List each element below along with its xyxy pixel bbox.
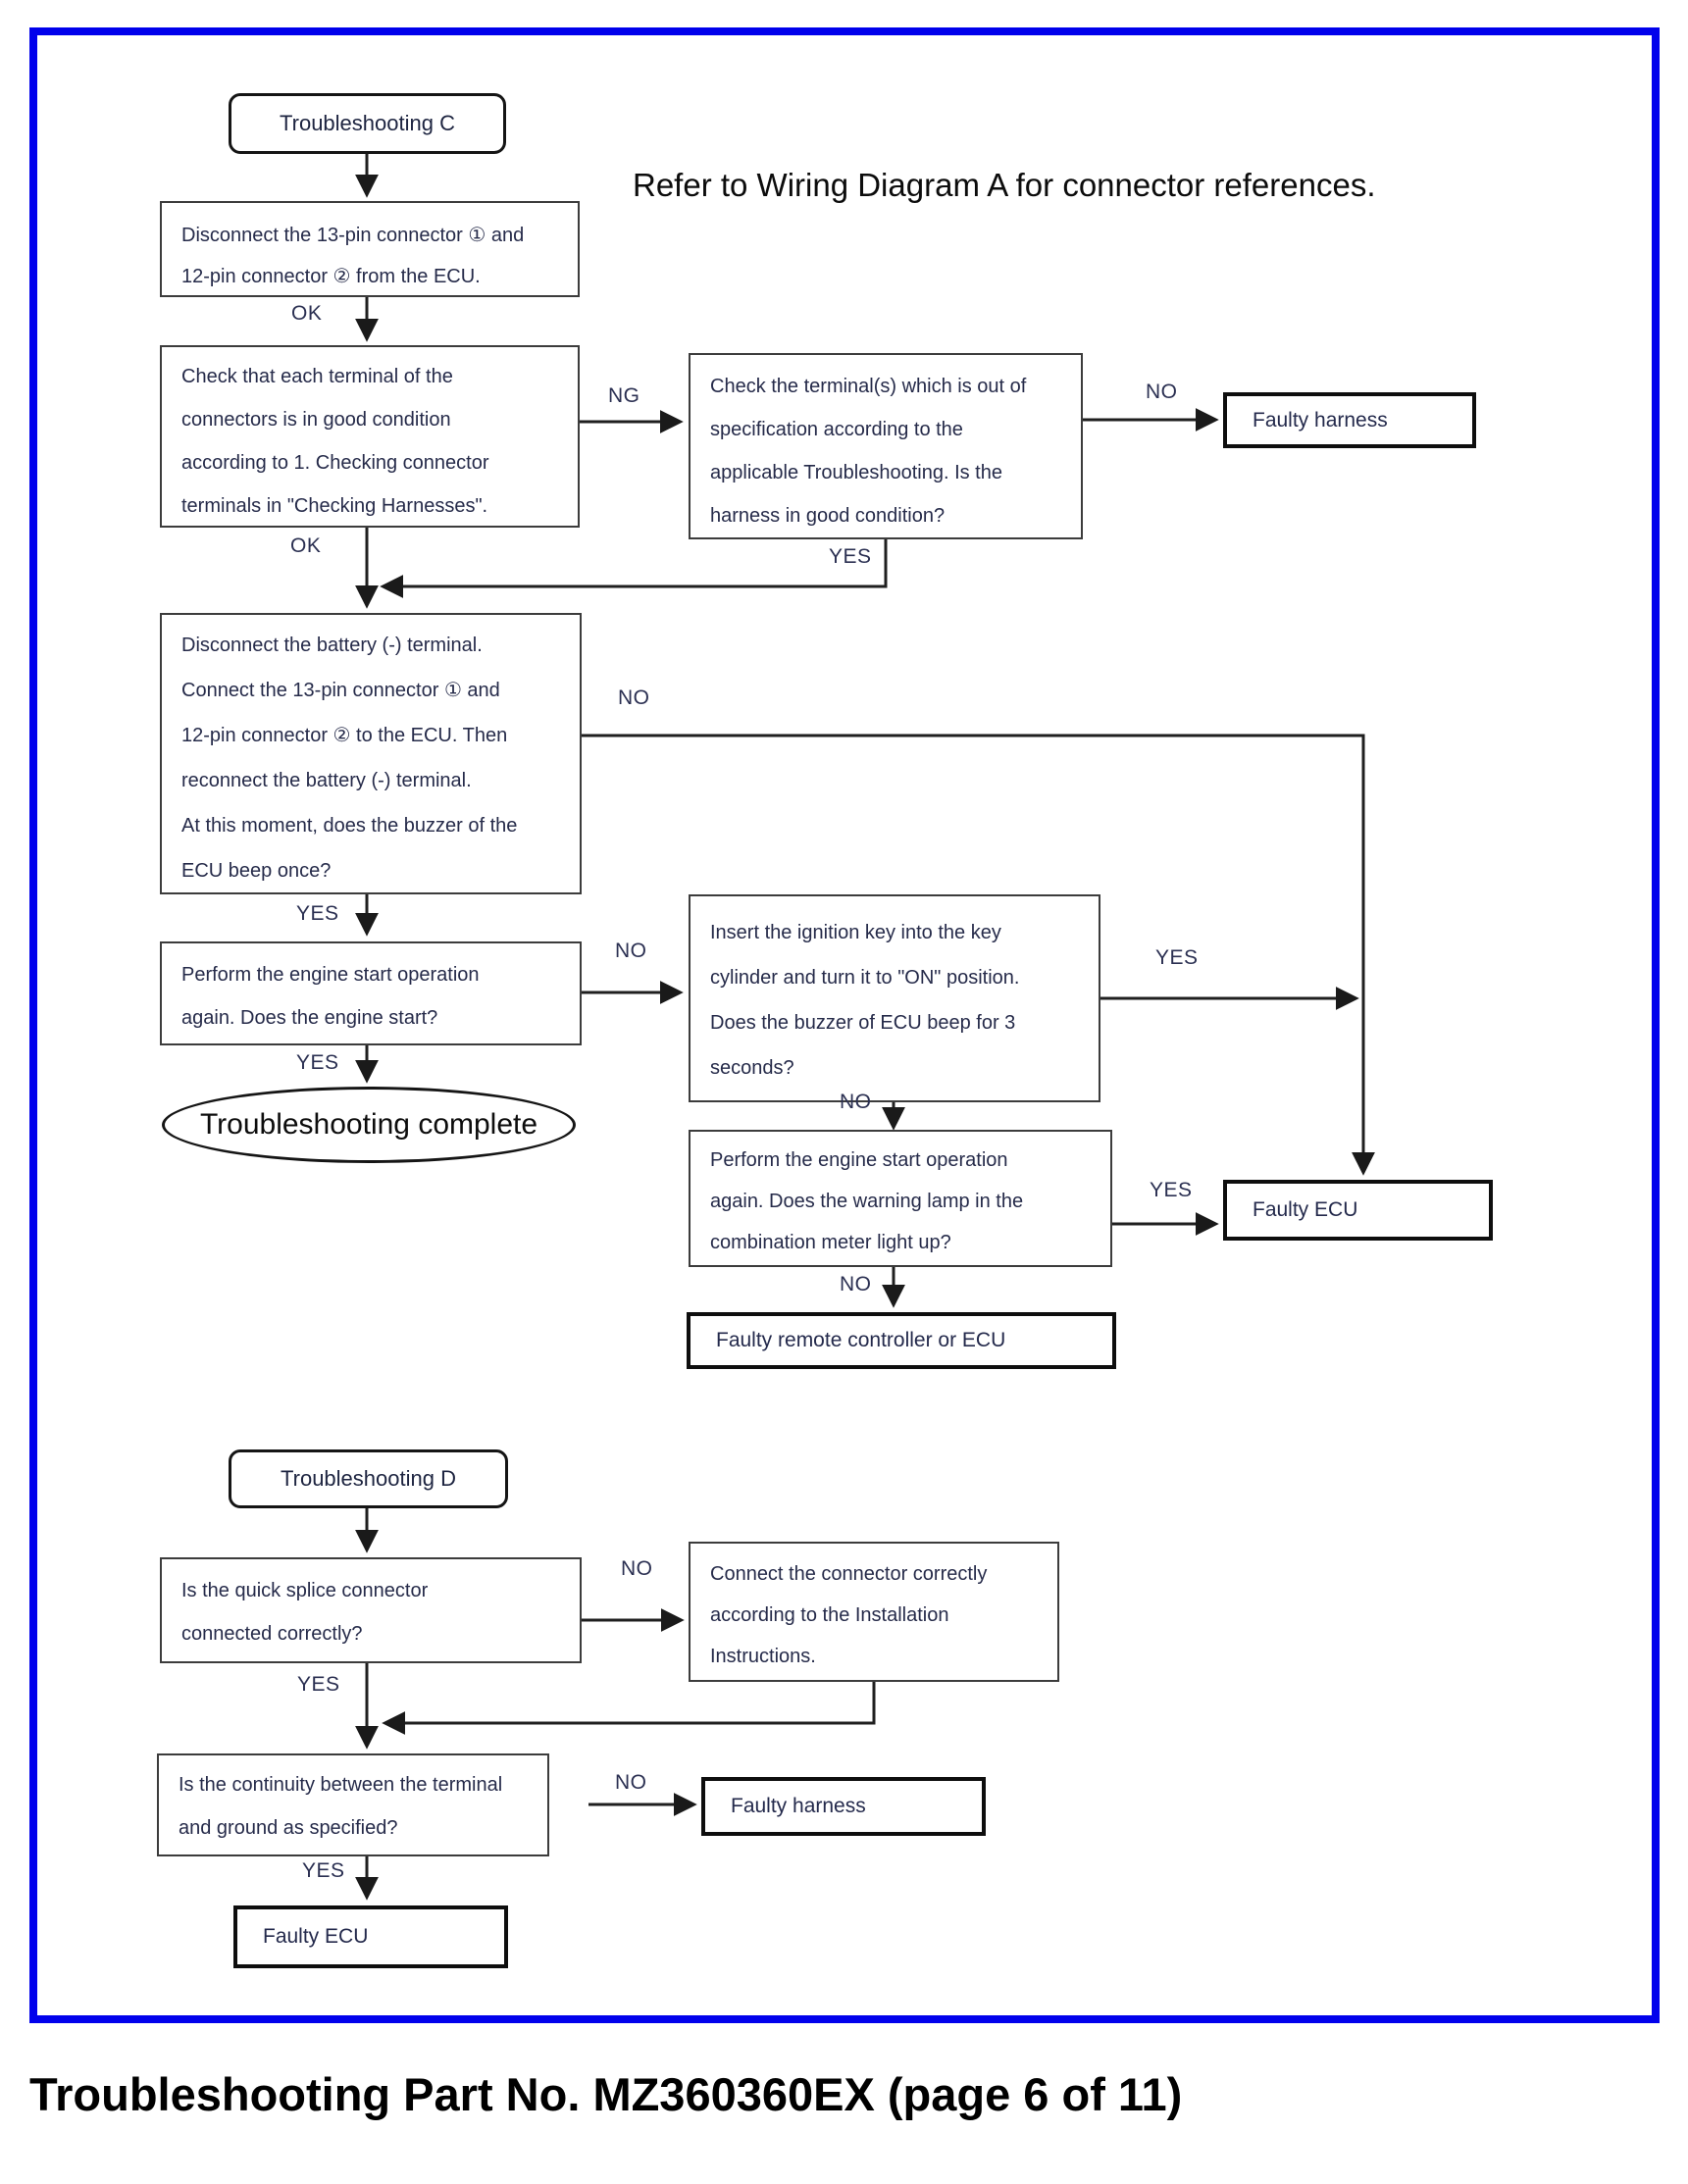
outcome-text: Faulty ECU xyxy=(263,1925,369,1948)
step-warning-lamp: Perform the engine start operation again… xyxy=(689,1130,1112,1267)
outcome-text: Faulty remote controller or ECU xyxy=(716,1329,1006,1351)
start-d-label: Troubleshooting D xyxy=(281,1466,456,1491)
step-text: Is the continuity between the terminal a… xyxy=(179,1774,503,1839)
outcome-text: Troubleshooting complete xyxy=(199,1108,538,1141)
step-check-terminals: Check that each terminal of the connecto… xyxy=(160,345,580,528)
page-caption: Troubleshooting Part No. MZ360360EX (pag… xyxy=(29,2068,1183,2120)
edge-label-ok: OK xyxy=(291,302,323,325)
outcome-faulty-ecu-d: Faulty ECU xyxy=(233,1905,508,1968)
step-text: Disconnect the battery (-) terminal. Con… xyxy=(181,635,518,882)
start-troubleshooting-c: Troubleshooting C xyxy=(229,93,506,154)
edge-label-no: NO xyxy=(840,1273,872,1295)
wiring-diagram-note: Refer to Wiring Diagram A for connector … xyxy=(633,167,1376,203)
outcome-faulty-ecu-c: Faulty ECU xyxy=(1223,1180,1493,1241)
edge-label-no: NO xyxy=(840,1091,872,1113)
edge-label-no: NO xyxy=(621,1557,653,1580)
edge-label-no: NO xyxy=(1146,381,1178,403)
step-ignition-key: Insert the ignition key into the key cyl… xyxy=(689,894,1100,1102)
edge-label-yes: YES xyxy=(296,902,339,925)
edge-label-yes: YES xyxy=(1155,946,1199,969)
step-text: Disconnect the 13-pin connector ① and 12… xyxy=(181,225,525,287)
step-text: Connect the connector correctly accordin… xyxy=(710,1563,988,1667)
step-check-out-of-spec: Check the terminal(s) which is out of sp… xyxy=(689,353,1083,539)
step-text: Is the quick splice connector connected … xyxy=(181,1580,429,1645)
step-text: Check the terminal(s) which is out of sp… xyxy=(710,376,1027,527)
step-reconnect-battery: Disconnect the battery (-) terminal. Con… xyxy=(160,613,582,894)
outcome-faulty-harness-c: Faulty harness xyxy=(1223,392,1476,448)
edge-label-yes: YES xyxy=(829,545,872,568)
step-text: Check that each terminal of the connecto… xyxy=(181,366,489,517)
edge-label-ok: OK xyxy=(290,534,322,557)
edge-label-yes: YES xyxy=(1150,1179,1193,1201)
edge-label-no: NO xyxy=(615,1771,647,1794)
start-troubleshooting-d: Troubleshooting D xyxy=(229,1449,508,1508)
outcome-text: Faulty ECU xyxy=(1253,1198,1358,1221)
step-engine-start: Perform the engine start operation again… xyxy=(160,941,582,1045)
step-continuity-check: Is the continuity between the terminal a… xyxy=(157,1753,549,1856)
edge-label-yes: YES xyxy=(302,1859,345,1882)
step-text: Perform the engine start operation again… xyxy=(710,1149,1024,1253)
outcome-troubleshooting-complete: Troubleshooting complete xyxy=(162,1087,576,1163)
edge-label-yes: YES xyxy=(297,1673,340,1696)
edge-label-yes: YES xyxy=(296,1051,339,1074)
step-connect-correctly: Connect the connector correctly accordin… xyxy=(689,1542,1059,1682)
outcome-faulty-remote-or-ecu: Faulty remote controller or ECU xyxy=(687,1312,1116,1369)
outcome-text: Faulty harness xyxy=(1253,408,1388,432)
edge-label-ng: NG xyxy=(608,384,640,407)
edge-label-no: NO xyxy=(615,940,647,962)
step-text: Perform the engine start operation again… xyxy=(181,964,480,1029)
step-disconnect-connectors: Disconnect the 13-pin connector ① and 12… xyxy=(160,201,580,297)
step-text: Insert the ignition key into the key cyl… xyxy=(710,922,1020,1079)
outcome-faulty-harness-d: Faulty harness xyxy=(701,1777,986,1836)
outcome-text: Faulty harness xyxy=(731,1795,866,1817)
start-c-label: Troubleshooting C xyxy=(280,111,455,135)
edge-label-no: NO xyxy=(618,686,650,709)
step-quick-splice: Is the quick splice connector connected … xyxy=(160,1557,582,1663)
